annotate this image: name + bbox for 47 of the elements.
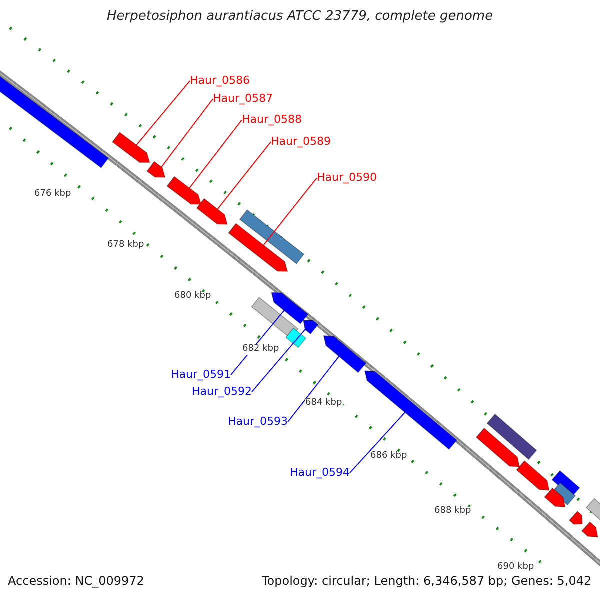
gene-label: Haur_0592: [192, 386, 252, 398]
leader-line: [136, 80, 190, 146]
title: Herpetosiphon aurantiacus ATCC 23779, complete genome: [107, 10, 494, 24]
gene-feature: [146, 161, 166, 178]
leader-line: [350, 412, 406, 474]
gene-feature: [196, 198, 228, 225]
gene-feature: [251, 297, 299, 339]
gene-feature: [303, 320, 319, 335]
gene-feature: [239, 210, 305, 264]
scale-label: 678 kbp: [106, 241, 146, 251]
gene-feature: [228, 223, 288, 272]
scale-label: 682 kbp: [242, 345, 280, 355]
scale-label: 684 kbp: [304, 399, 344, 409]
leader-line: [189, 120, 242, 189]
leader-line: [217, 142, 272, 210]
gene-label: Haur_0588: [242, 114, 302, 126]
gene-feature: [568, 510, 583, 525]
gene-feature: [544, 488, 566, 508]
gene-feature: [112, 132, 150, 164]
leader-line: [263, 178, 318, 246]
leader-line: [288, 356, 340, 423]
gene-feature: [476, 428, 520, 468]
gene-feature: [586, 498, 600, 522]
gene-label: Haur_0594: [290, 467, 350, 480]
scale-label: 686 kbp: [370, 452, 408, 462]
gene-feature: [285, 328, 307, 348]
gene-feature: [516, 460, 550, 491]
gene-label: Haur_0587: [213, 93, 274, 106]
gene-feature: [486, 414, 538, 460]
accession-text: Accession: NC_009972: [8, 575, 144, 588]
genome-stats-text: Topology: circular; Length: 6,346,587 bp; Genes: 5,042: [262, 575, 592, 588]
scale-label: 688 kbp: [434, 507, 472, 517]
gene-feature: [364, 370, 458, 450]
gene-feature: [271, 292, 309, 324]
gene-feature: [323, 336, 367, 374]
scale-label: 690 kbp: [496, 563, 536, 573]
gene-label: Haur_0589: [271, 136, 332, 148]
gene-label: Haur_0590: [317, 172, 378, 184]
scale-label: 680 kbp: [174, 292, 212, 302]
leader-line: [161, 98, 214, 168]
gene-label: Haur_0591: [171, 369, 232, 382]
gene-label: Haur_0593: [228, 416, 288, 428]
scale-label: 676 kbp: [34, 190, 72, 200]
gene-label: Haur_0586: [190, 75, 250, 88]
gene-feature: [166, 176, 202, 205]
leader-line: [252, 329, 306, 393]
gene-feature: [581, 522, 598, 538]
